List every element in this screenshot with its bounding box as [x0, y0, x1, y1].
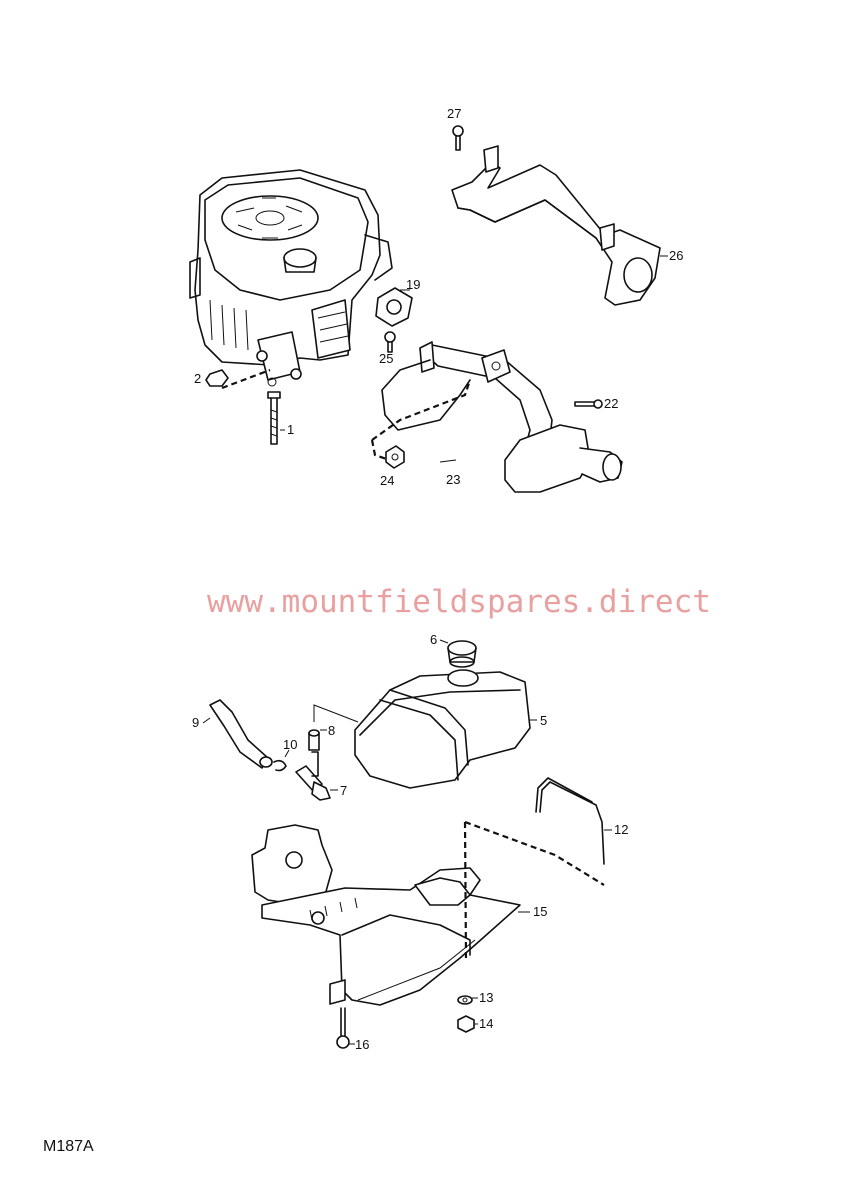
part-label-1: 1: [287, 422, 294, 437]
part-26-bracket: [451, 145, 668, 306]
engine-assembly: [189, 169, 393, 387]
part-24-nut: [385, 445, 405, 469]
part-label-15: 15: [533, 904, 547, 919]
part-label-27: 27: [447, 106, 461, 121]
part-label-2: 2: [194, 371, 201, 386]
watermark-text: www.mountfieldspares.direct: [207, 584, 711, 620]
part-label-25: 25: [379, 351, 393, 366]
part-5-fuel-tank: [354, 669, 537, 789]
part-label-22: 22: [604, 396, 618, 411]
part-2-nut: [205, 368, 271, 390]
part-label-23: 23: [446, 472, 460, 487]
part-label-16: 16: [355, 1037, 369, 1052]
part-7-fuel-tap: [295, 751, 338, 801]
part-19-gasket: [375, 287, 413, 327]
part-13-washer: [457, 995, 478, 1005]
part-label-7: 7: [340, 783, 347, 798]
part-14-nut: [457, 1015, 478, 1033]
part-12-strap: [463, 777, 612, 961]
part-9-fuel-hose: [202, 699, 273, 769]
part-6-fuel-cap: [439, 639, 477, 668]
part-label-12: 12: [614, 822, 628, 837]
part-15-tank-support: [251, 824, 530, 1006]
part-label-8: 8: [328, 723, 335, 738]
part-label-24: 24: [380, 473, 394, 488]
part-16-bolt: [336, 1007, 355, 1049]
part-10-hose-clip: [273, 749, 290, 772]
part-label-14: 14: [479, 1016, 493, 1031]
part-label-26: 26: [669, 248, 683, 263]
part-22-bolt: [574, 399, 603, 409]
part-label-19: 19: [406, 277, 420, 292]
part-label-6: 6: [430, 632, 437, 647]
part-label-13: 13: [479, 990, 493, 1005]
figure-reference: M187A: [43, 1138, 94, 1155]
part-label-5: 5: [540, 713, 547, 728]
part-27-screw: [452, 125, 464, 151]
part-label-9: 9: [192, 715, 199, 730]
part-23-muffler: [370, 341, 623, 493]
part-label-10: 10: [283, 737, 297, 752]
part-25-screw: [384, 331, 396, 353]
part-8-filter: [308, 704, 359, 751]
part-1-bolt: [267, 391, 285, 445]
